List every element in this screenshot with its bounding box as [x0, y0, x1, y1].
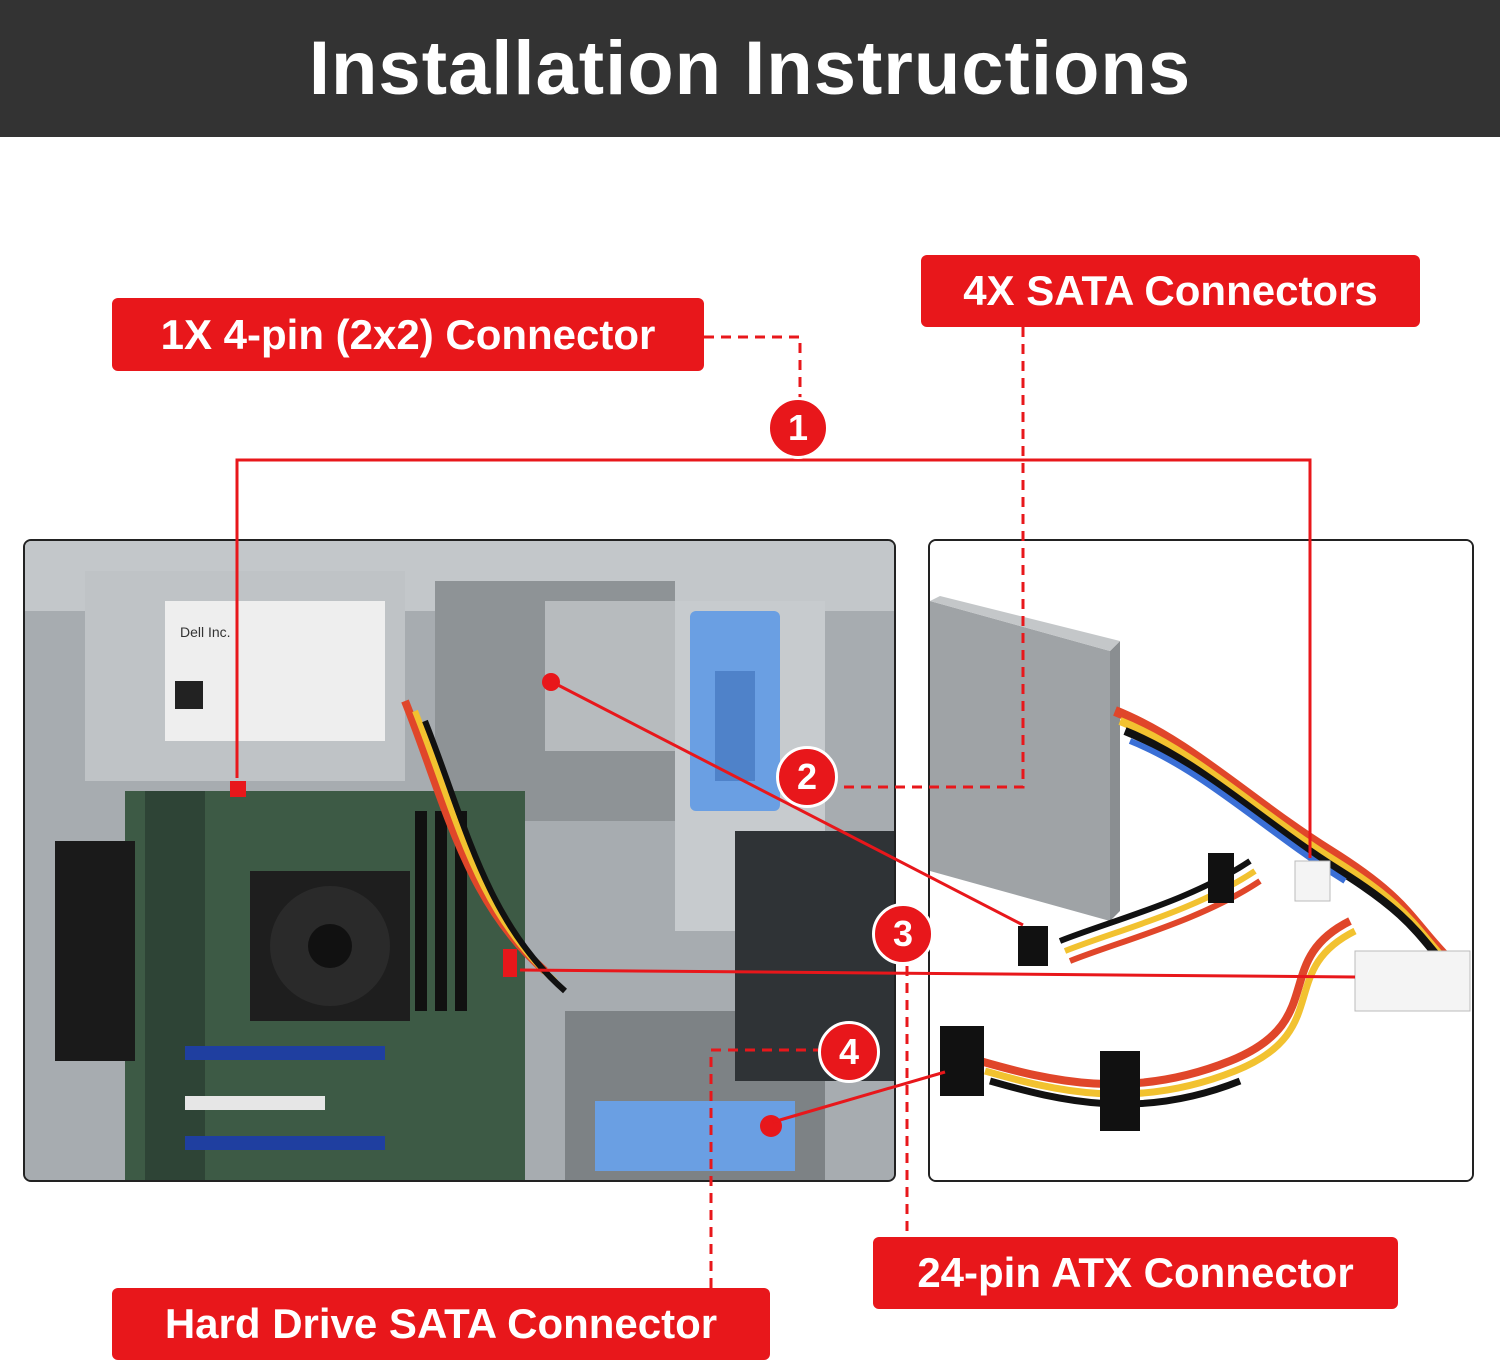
- psu-label-text: Dell Inc.: [180, 624, 231, 640]
- psu-photo: [928, 539, 1474, 1182]
- hard-drive-sata-label: Hard Drive SATA Connector: [112, 1288, 770, 1360]
- step-3-badge: 3: [872, 903, 934, 965]
- page-title: Installation Instructions: [308, 26, 1192, 111]
- step-1-badge: 1: [767, 397, 829, 459]
- atx-connector-label: 24-pin ATX Connector: [873, 1237, 1398, 1309]
- pc-case-illustration: Dell Inc.: [25, 541, 894, 1180]
- title-bar: Installation Instructions: [0, 0, 1500, 137]
- four-pin-connector-label: 1X 4-pin (2x2) Connector: [112, 298, 704, 371]
- step-2-badge: 2: [776, 746, 838, 808]
- sata-connectors-label: 4X SATA Connectors: [921, 255, 1420, 327]
- psu-illustration: [930, 541, 1472, 1180]
- pc-case-photo: Dell Inc.: [23, 539, 896, 1182]
- step-4-badge: 4: [818, 1021, 880, 1083]
